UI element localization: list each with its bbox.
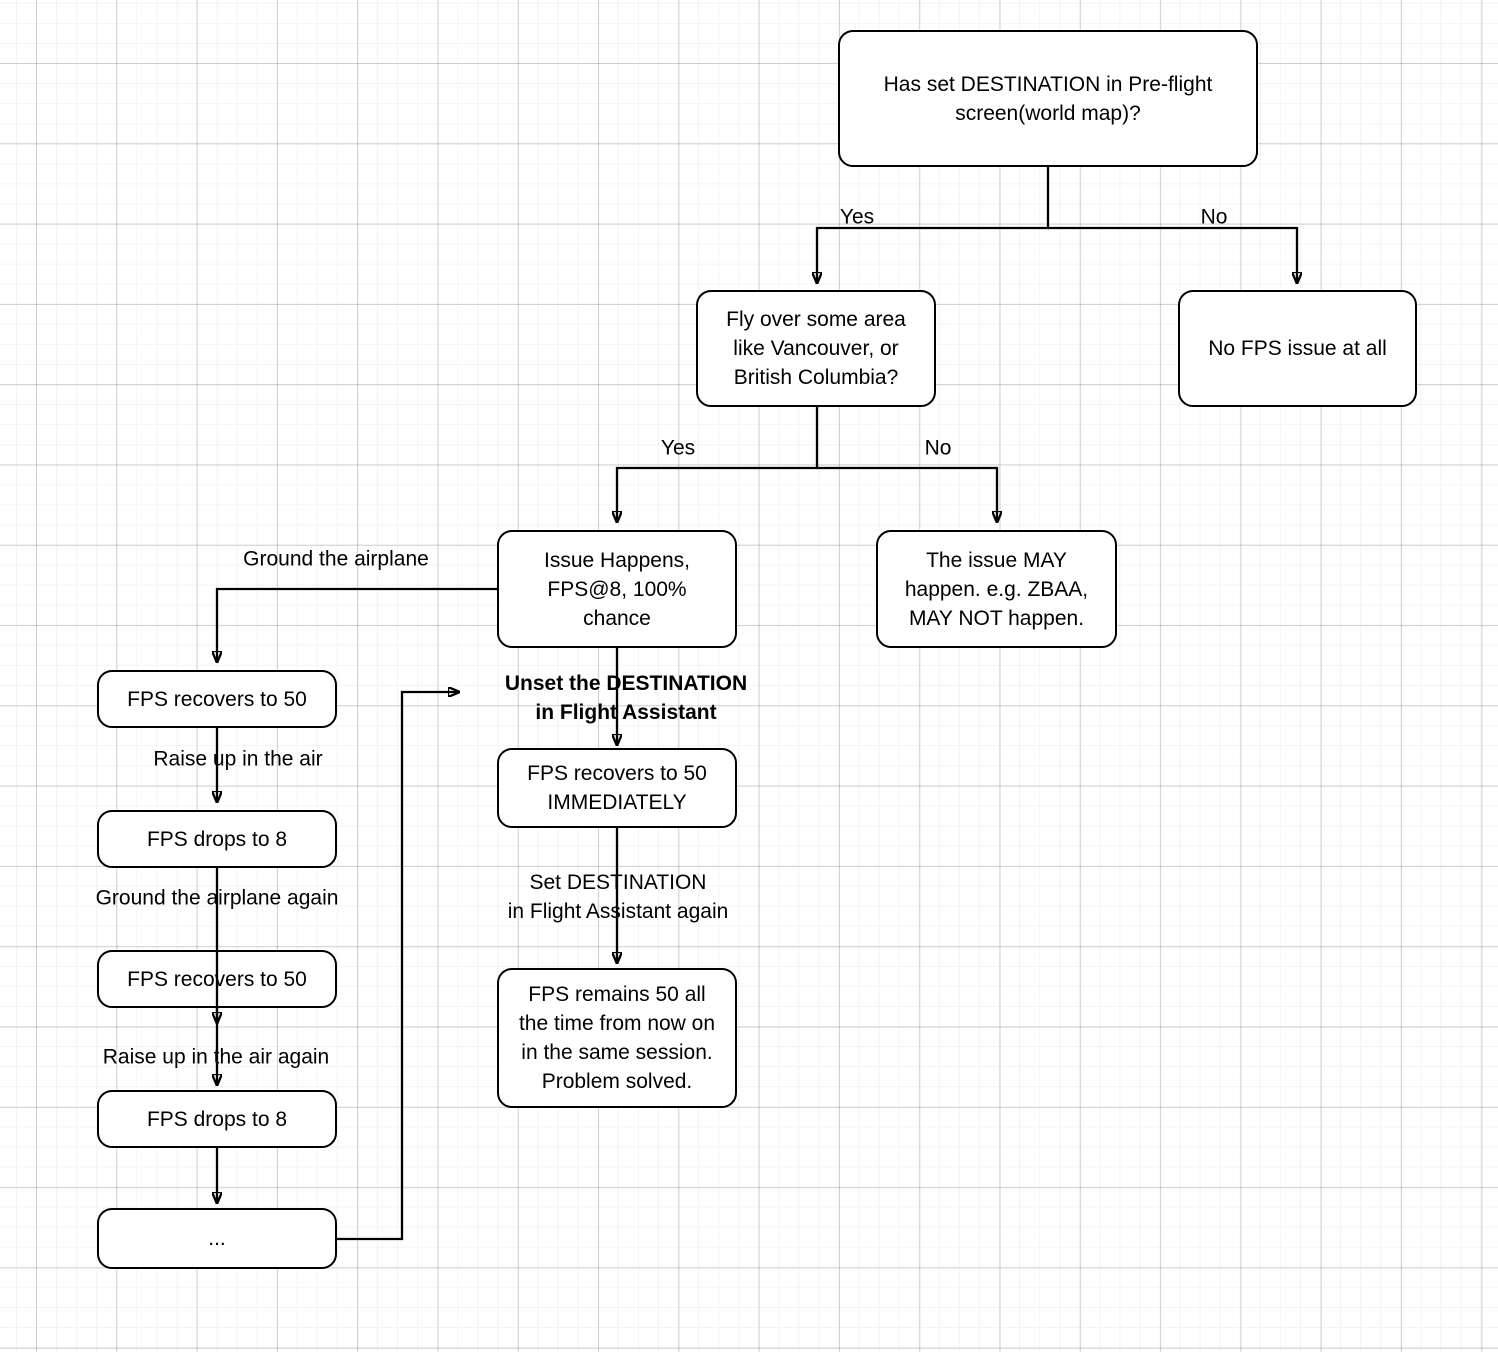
- edge-flyover-no: [817, 466, 997, 521]
- edge-flyover-yes: [617, 407, 819, 521]
- node-issue-happens: Issue Happens, FPS@8, 100% chance: [497, 530, 737, 648]
- node-fps-drops-2: FPS drops to 8: [97, 1090, 337, 1148]
- node-has-set-destination: Has set DESTINATION in Pre-flight screen…: [838, 30, 1258, 167]
- edge-label-yes-1: Yes: [839, 205, 875, 229]
- node-fps-recovers-1: FPS recovers to 50: [97, 670, 337, 728]
- edge-label-raise-up: Raise up in the air: [153, 747, 323, 771]
- node-no-fps-issue: No FPS issue at all: [1178, 290, 1417, 407]
- edge-label-yes-2: Yes: [660, 436, 696, 460]
- edge-label-unset-destination: Unset the DESTINATION in Flight Assistan…: [504, 672, 748, 724]
- node-fps-drops-1: FPS drops to 8: [97, 810, 337, 868]
- edge-label-no-1: No: [1200, 205, 1228, 229]
- node-fly-over-area: Fly over some area like Vancouver, or Br…: [696, 290, 936, 407]
- edge-label-raise-up-again: Raise up in the air again: [102, 1045, 330, 1069]
- node-fps-remains-solved: FPS remains 50 all the time from now on …: [497, 968, 737, 1108]
- edge-label-set-destination-again: Set DESTINATION in Flight Assistant agai…: [507, 871, 729, 923]
- edge-ground-airplane: [217, 587, 497, 661]
- node-issue-may-happen: The issue MAY happen. e.g. ZBAA, MAY NOT…: [876, 530, 1117, 648]
- edge-loop-back: [337, 692, 458, 1241]
- edge-root-no: [1048, 226, 1297, 282]
- node-ellipsis: ...: [97, 1208, 337, 1269]
- node-fps-recovers-2: FPS recovers to 50: [97, 950, 337, 1008]
- edge-label-ground-airplane-again: Ground the airplane again: [95, 886, 339, 910]
- edge-label-ground-airplane: Ground the airplane: [243, 547, 429, 571]
- node-fps-recovers-immediately: FPS recovers to 50 IMMEDIATELY: [497, 748, 737, 828]
- edge-label-no-2: No: [924, 436, 952, 460]
